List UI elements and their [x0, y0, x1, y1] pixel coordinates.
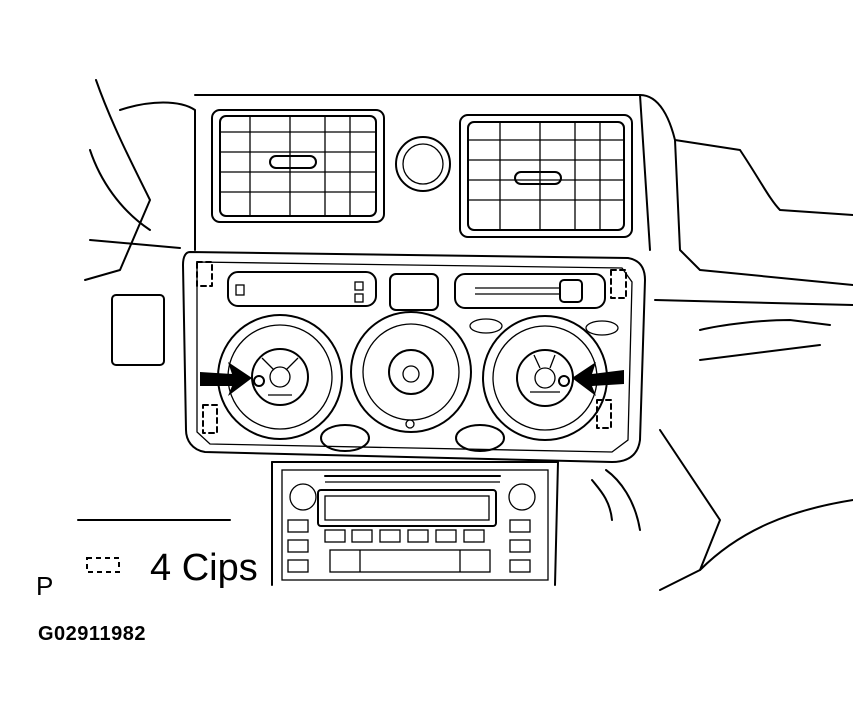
left-knob — [217, 314, 343, 440]
audio-unit — [271, 461, 559, 586]
right-air-vent — [459, 114, 633, 238]
lower-left-button — [320, 424, 370, 452]
center-round-vent — [395, 136, 451, 192]
arrow-right-screw — [572, 362, 624, 396]
figure-code: G02911982 — [38, 623, 146, 645]
view-letter: P — [36, 571, 54, 601]
dashed-clip-icon — [86, 557, 120, 573]
left-air-vent — [211, 109, 385, 223]
clip-marker-top-left — [196, 261, 213, 287]
center-knob — [350, 311, 472, 433]
dashboard-outline — [77, 79, 853, 591]
side-panel-left — [111, 294, 165, 366]
center-button — [389, 273, 439, 311]
arrow-left-screw — [200, 362, 252, 396]
clip-marker-bottom-right — [596, 399, 612, 429]
air-source-slider-slot — [454, 273, 606, 309]
clip-marker-top-right — [610, 269, 627, 299]
clip-marker-bottom-left — [202, 404, 218, 434]
heater-control-panel — [182, 251, 646, 463]
legend-label: 4 Cips — [150, 547, 258, 589]
lower-right-button — [455, 424, 505, 452]
temp-slider-slot — [227, 271, 377, 307]
